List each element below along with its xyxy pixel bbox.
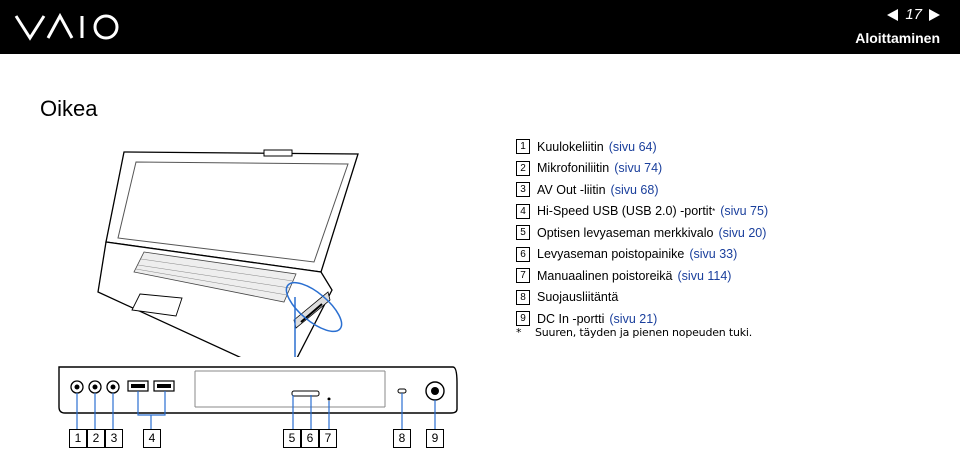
callout-item: 2 Mikrofoniliitin (sivu 74) bbox=[516, 158, 768, 180]
footnote: * Suuren, täyden ja pienen nopeuden tuki. bbox=[516, 326, 752, 339]
callout-item: 6 Levyaseman poistopainike (sivu 33) bbox=[516, 244, 768, 266]
footnote-marker: * bbox=[712, 206, 716, 216]
figure-label: 3 bbox=[105, 429, 123, 448]
section-name: Aloittaminen bbox=[855, 30, 940, 46]
callout-text: Hi-Speed USB (USB 2.0) -portit bbox=[537, 204, 713, 219]
callout-number: 9 bbox=[516, 311, 530, 327]
page-number: 17 bbox=[905, 6, 922, 23]
callout-number: 7 bbox=[516, 268, 530, 284]
header-bar: 17 Aloittaminen bbox=[0, 0, 960, 54]
page-navigation: 17 bbox=[887, 6, 940, 23]
page-reference-link[interactable]: (sivu 75) bbox=[720, 204, 769, 219]
right-side-view-illustration bbox=[58, 366, 458, 429]
page-reference-link[interactable]: (sivu 64) bbox=[608, 139, 657, 154]
callout-text: AV Out -liitin bbox=[537, 182, 606, 197]
callout-number: 8 bbox=[516, 289, 530, 305]
callout-text: Suojausliitäntä bbox=[537, 290, 619, 305]
page-reference-link[interactable]: (sivu 68) bbox=[610, 182, 659, 197]
callout-text: Mikrofoniliitin bbox=[537, 161, 610, 176]
callout-text: Levyaseman poistopainike bbox=[537, 247, 685, 262]
callout-number: 1 bbox=[516, 139, 530, 155]
callout-item: 8 Suojausliitäntä bbox=[516, 287, 768, 309]
page-reference-link[interactable]: (sivu 74) bbox=[614, 161, 663, 176]
footnote-mark: * bbox=[516, 326, 522, 339]
previous-page-arrow-icon[interactable] bbox=[887, 8, 899, 21]
page-reference-link[interactable]: (sivu 20) bbox=[718, 225, 767, 240]
figure-label: 7 bbox=[319, 429, 337, 448]
callout-number: 2 bbox=[516, 160, 530, 176]
callout-number: 6 bbox=[516, 246, 530, 262]
callout-text: Manuaalinen poistoreikä bbox=[537, 268, 673, 283]
footnote-text: Suuren, täyden ja pienen nopeuden tuki. bbox=[535, 326, 753, 339]
callout-list: 1 Kuulokeliitin (sivu 64) 2 Mikrofonilii… bbox=[516, 136, 768, 330]
figure-label: 1 bbox=[69, 429, 87, 448]
callout-item: 9 DC In -portti (sivu 21) bbox=[516, 308, 768, 330]
callout-text: Optisen levyaseman merkkivalo bbox=[537, 225, 714, 240]
callout-item: 5 Optisen levyaseman merkkivalo (sivu 20… bbox=[516, 222, 768, 244]
callout-text: Kuulokeliitin bbox=[537, 139, 604, 154]
callout-item: 4 Hi-Speed USB (USB 2.0) -portit* (sivu … bbox=[516, 201, 768, 223]
page-reference-link[interactable]: (sivu 33) bbox=[689, 247, 738, 262]
page-reference-link[interactable]: (sivu 21) bbox=[609, 311, 658, 326]
figure-label: 5 bbox=[283, 429, 301, 448]
callout-item: 7 Manuaalinen poistoreikä (sivu 114) bbox=[516, 265, 768, 287]
callout-number: 5 bbox=[516, 225, 530, 241]
callout-item: 3 AV Out -liitin (sivu 68) bbox=[516, 179, 768, 201]
callout-text: DC In -portti bbox=[537, 311, 605, 326]
callout-item: 1 Kuulokeliitin (sivu 64) bbox=[516, 136, 768, 158]
figure-label: 6 bbox=[301, 429, 319, 448]
next-page-arrow-icon[interactable] bbox=[929, 8, 940, 21]
page-reference-link[interactable]: (sivu 114) bbox=[677, 268, 732, 283]
vaio-logo bbox=[14, 12, 119, 41]
figure-label: 8 bbox=[393, 429, 411, 448]
laptop-illustration bbox=[97, 149, 359, 357]
figure-label: 2 bbox=[87, 429, 105, 448]
figure-label: 9 bbox=[426, 429, 444, 448]
page-title: Oikea bbox=[40, 96, 98, 121]
callout-number: 4 bbox=[516, 203, 530, 219]
callout-number: 3 bbox=[516, 182, 530, 198]
figure-label: 4 bbox=[143, 429, 161, 448]
